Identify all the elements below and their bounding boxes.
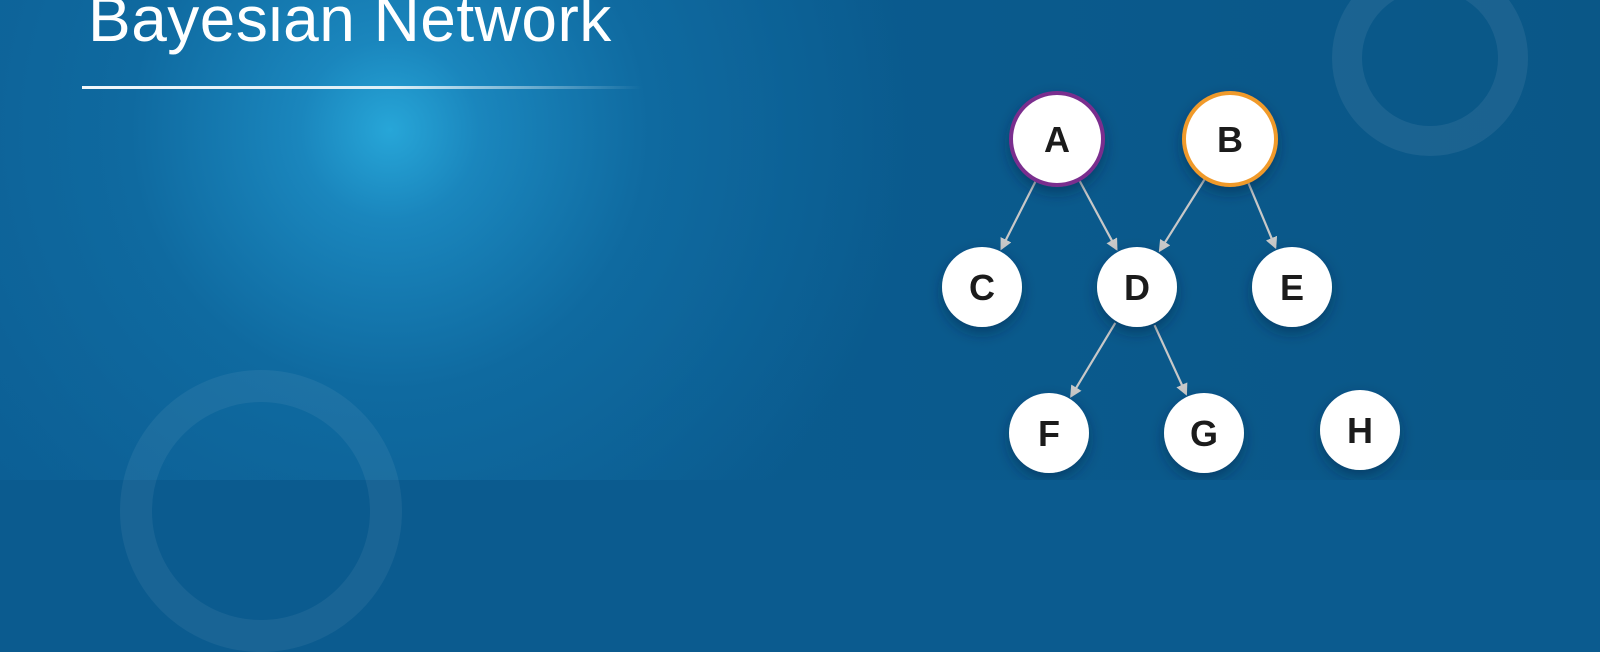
edge-a-d-arrow [1078,180,1118,251]
node-a-circle [1009,91,1105,187]
edge-b-e-arrow [1247,182,1278,250]
node-h: H [1320,390,1400,470]
node-g: G [1164,393,1244,473]
node-c-label: C [969,267,995,308]
page-title: Bayesian Network [88,0,612,55]
node-c: C [942,247,1022,327]
bayesian-network-diagram: A B C D E F G H [942,91,1400,473]
edges [1000,179,1278,398]
edge-a-c-arrow [1000,181,1037,251]
node-e-label: E [1280,267,1304,308]
node-g-label: G [1190,413,1218,454]
node-f: F [1009,393,1089,473]
node-f-label: F [1038,413,1060,454]
node-b-circle [1182,91,1278,187]
node-a-label: A [1044,119,1070,160]
title-underline [82,86,642,89]
node-g-circle [1164,393,1244,473]
node-h-circle [1320,390,1400,470]
nodes: A B C D E F G H [942,91,1400,473]
edge-d-f-arrow [1070,322,1117,398]
node-b-label: B [1217,119,1243,160]
node-d-circle [1097,247,1177,327]
edge-b-d-arrow [1158,179,1206,253]
node-d: D [1097,247,1177,327]
node-d-label: D [1124,267,1150,308]
node-c-circle [942,247,1022,327]
edge-d-g-arrow [1153,324,1188,396]
node-b: B [1182,91,1278,187]
node-a: A [1009,91,1105,187]
node-e-circle [1252,247,1332,327]
node-h-label: H [1347,410,1373,451]
node-f-circle [1009,393,1089,473]
node-e: E [1252,247,1332,327]
